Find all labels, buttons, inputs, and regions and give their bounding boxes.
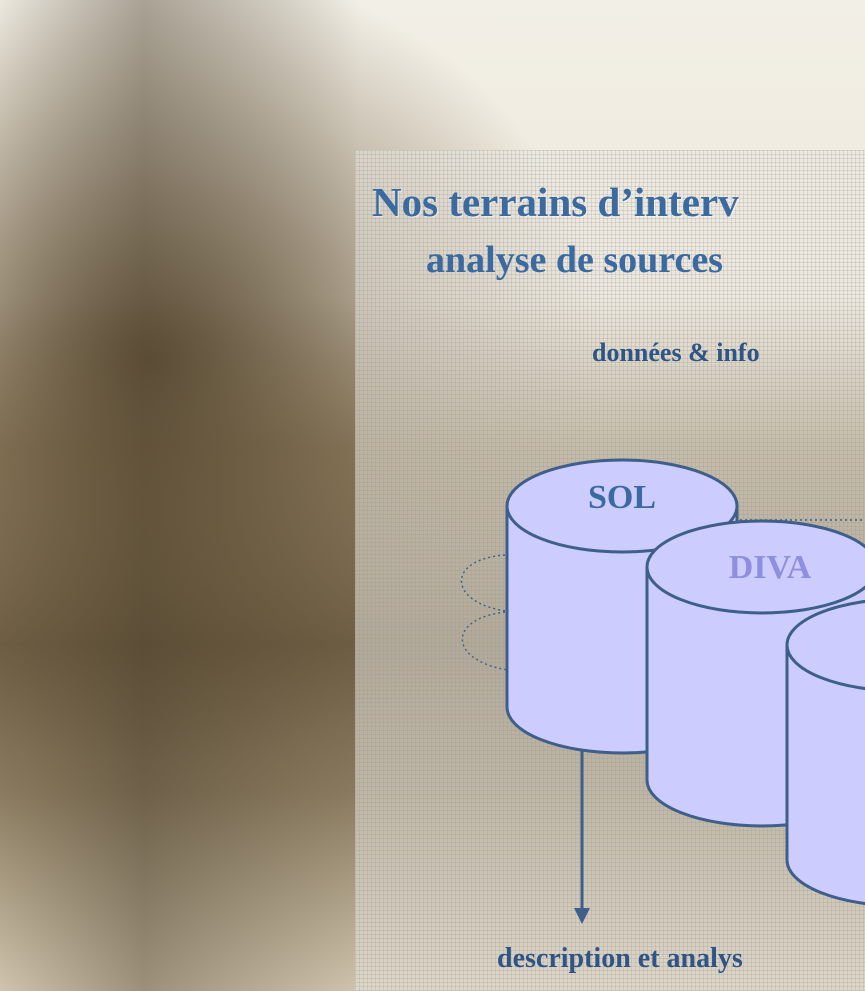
cylinder-third xyxy=(785,599,865,906)
down-arrow xyxy=(574,750,590,924)
cylinder-label-sol: SOL xyxy=(588,479,656,516)
slide-subtitle: analyse de sources xyxy=(426,239,723,281)
slide-footer: description et analys xyxy=(497,943,743,974)
background-trees xyxy=(0,0,360,991)
slide-tagline: données & info xyxy=(592,338,760,367)
cylinder-label-diva: DIVA xyxy=(729,549,812,586)
slide-title: Nos terrains d’interv xyxy=(372,179,739,225)
